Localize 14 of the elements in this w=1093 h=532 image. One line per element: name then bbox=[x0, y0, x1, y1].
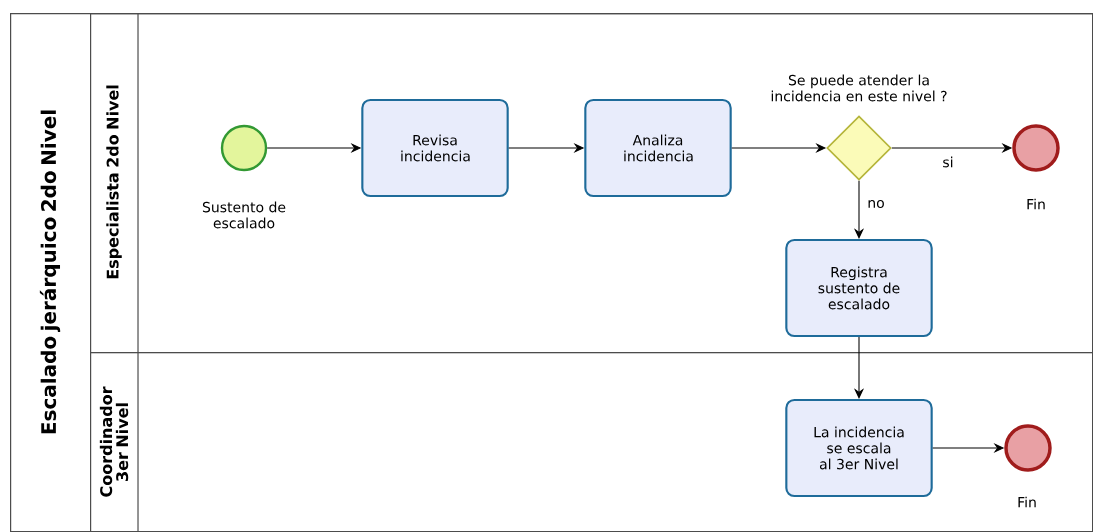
gateway-diamond bbox=[826, 115, 892, 181]
edge-label: no bbox=[865, 198, 887, 210]
task-box: La incidencia se escala al 3er Nivel bbox=[785, 398, 933, 498]
event-label: Fin bbox=[1018, 496, 1036, 508]
event-label: Se puede atender la incidencia en este nivel ? bbox=[771, 74, 947, 102]
task-box: Revisa incidencia bbox=[361, 98, 509, 198]
event-label: Sustento de escalado bbox=[202, 201, 286, 229]
end-event-circle bbox=[1004, 424, 1052, 472]
start-event-circle bbox=[220, 124, 268, 172]
task-box: Registra sustento de escalado bbox=[785, 238, 933, 338]
event-label: Fin bbox=[1027, 198, 1045, 210]
end-event-circle bbox=[1012, 124, 1060, 172]
task-box: Analiza incidencia bbox=[584, 98, 732, 198]
edge-label: si bbox=[941, 155, 955, 169]
